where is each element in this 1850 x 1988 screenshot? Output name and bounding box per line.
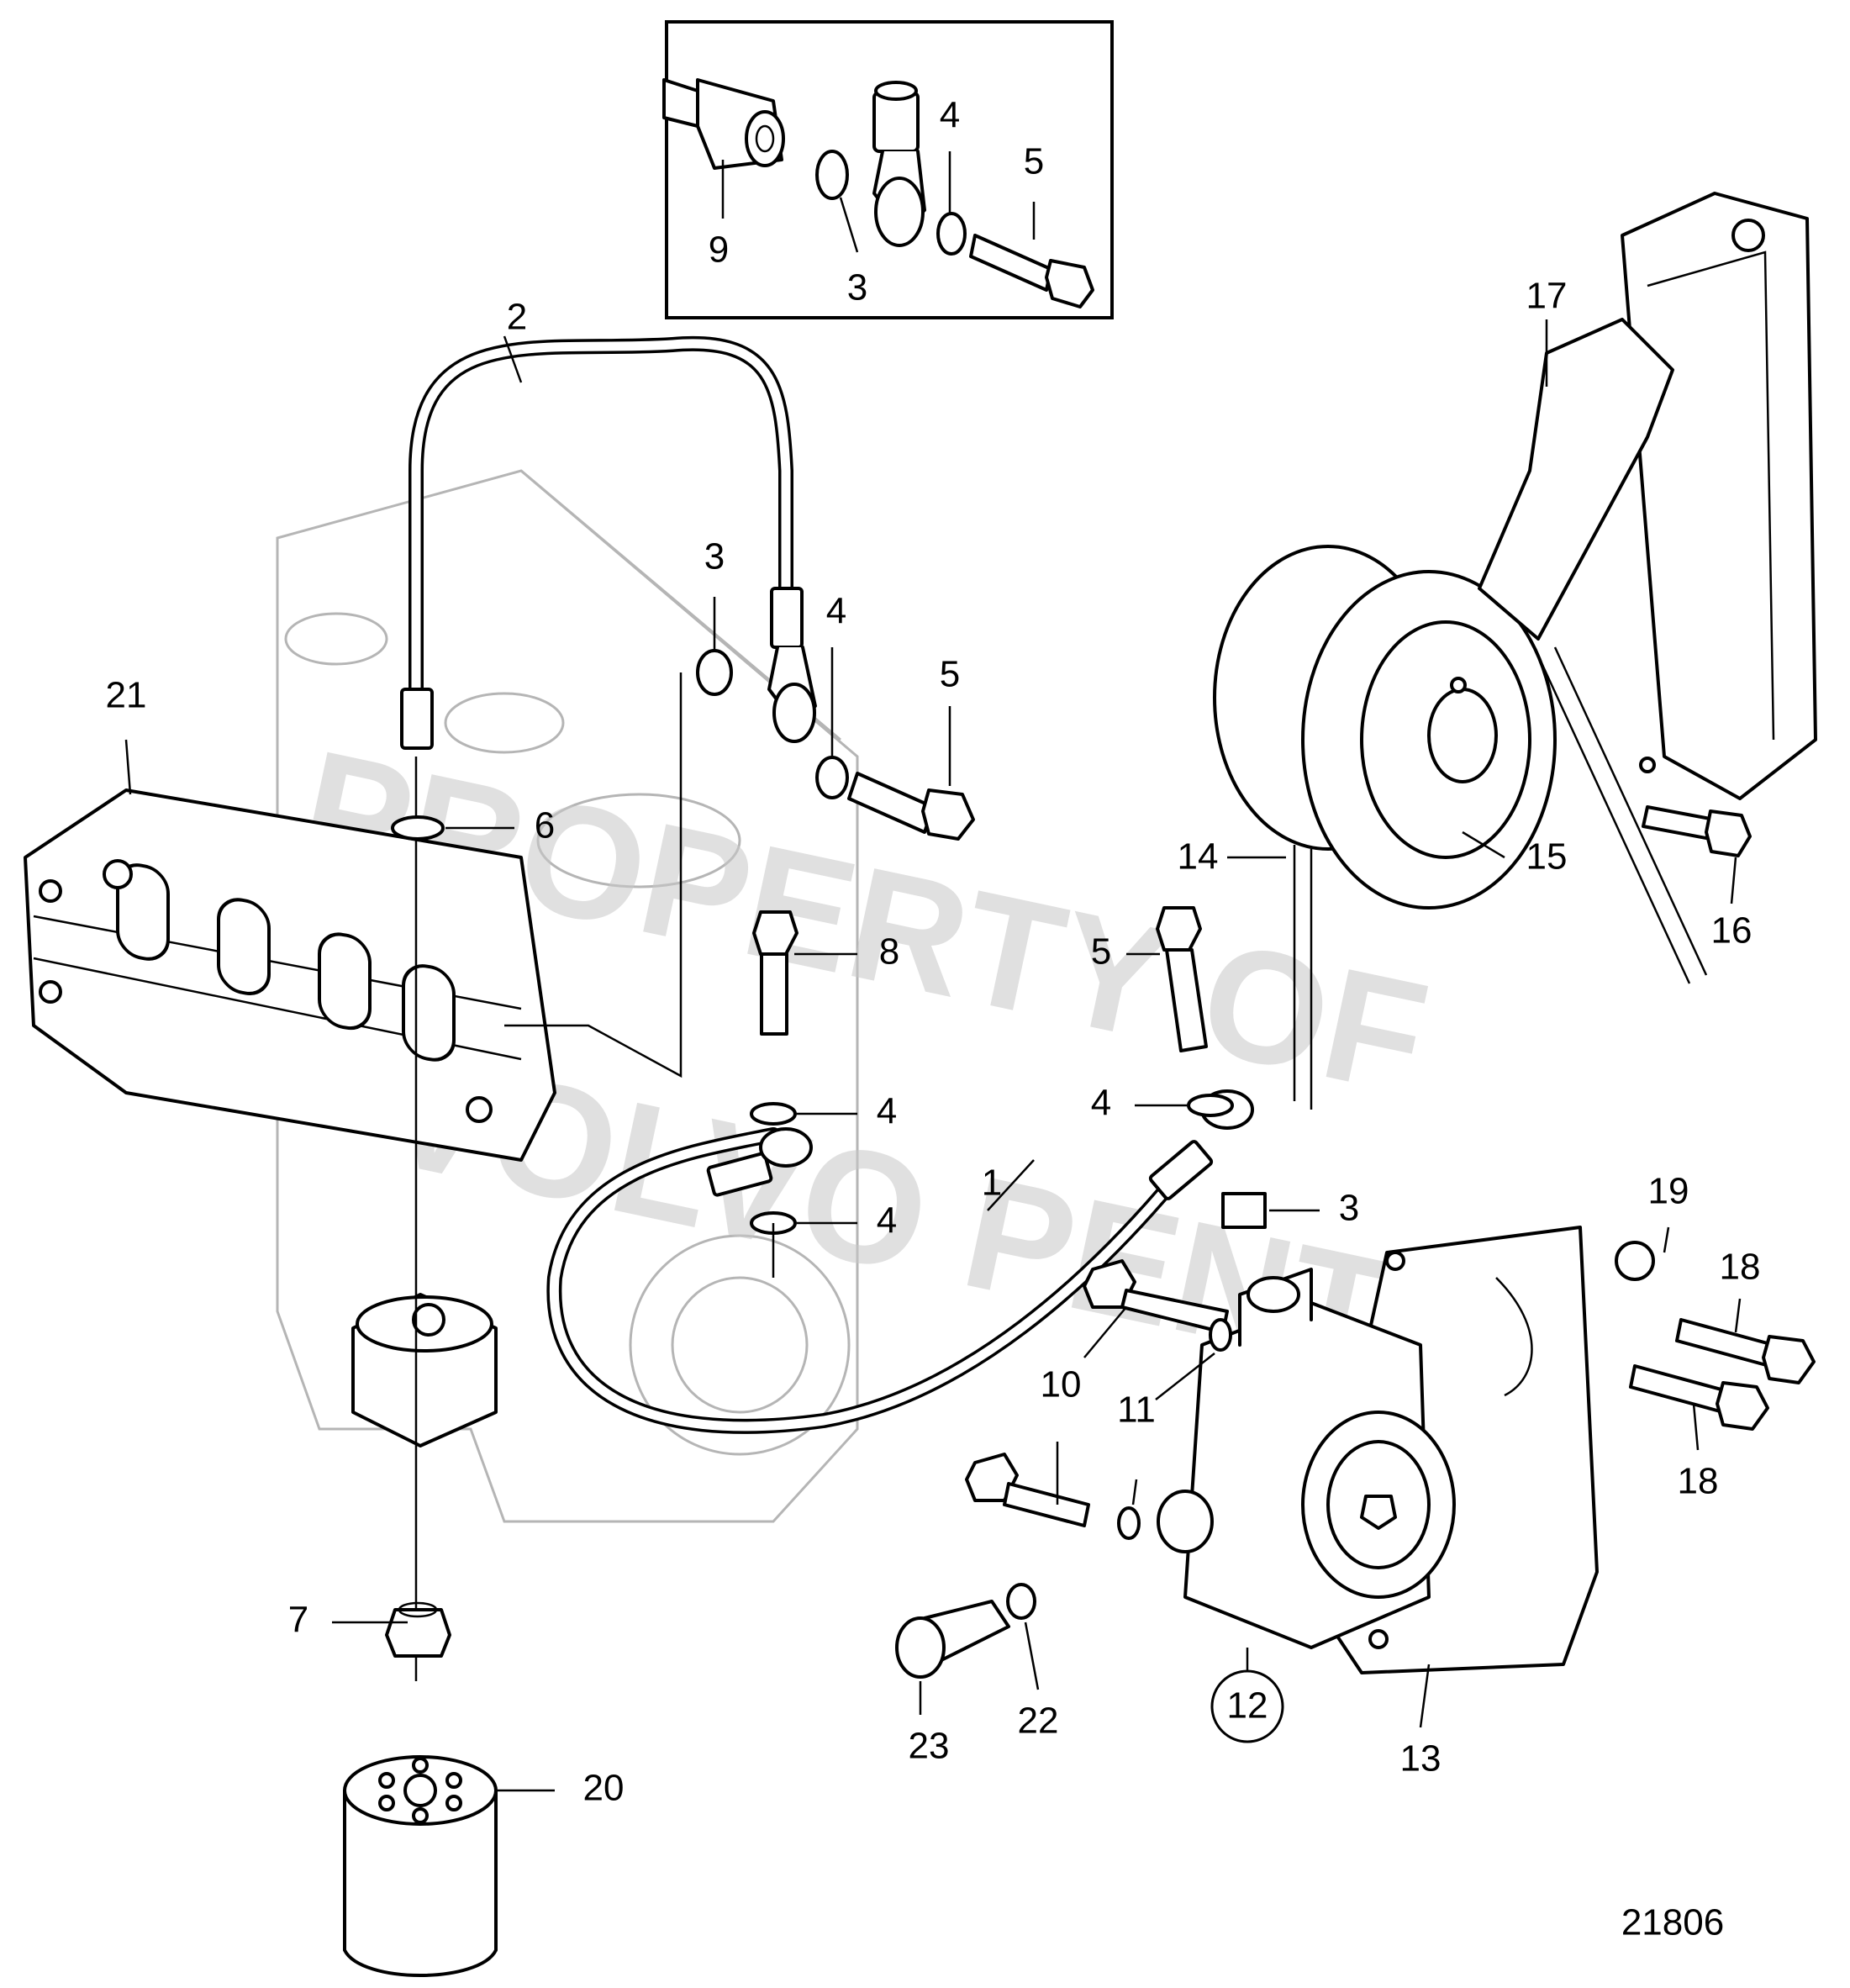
callout-16: 16	[1711, 910, 1752, 952]
banjo-bolt-5b	[1156, 906, 1208, 1052]
callout-10: 10	[1041, 1364, 1082, 1405]
callout-18b: 18	[1678, 1461, 1719, 1502]
oil-filter-head	[351, 1293, 498, 1447]
bolt-18a	[1675, 1318, 1816, 1384]
bolt-10b	[965, 1453, 1090, 1527]
callout-23: 23	[909, 1726, 950, 1767]
callout-5b: 5	[940, 654, 960, 695]
callout-6: 6	[535, 805, 555, 846]
washer-19	[1615, 1241, 1655, 1281]
nipple-7	[385, 1601, 451, 1658]
callout-4d: 4	[877, 1200, 897, 1242]
o-ring-22	[1006, 1583, 1036, 1620]
oil-filter-20	[343, 1755, 498, 1977]
bolt-16	[1642, 805, 1752, 857]
banjo-bolt-8	[752, 910, 799, 1036]
bolt-18b	[1629, 1364, 1769, 1431]
callout-11: 11	[1117, 1389, 1156, 1431]
callout-5c: 5	[1091, 931, 1111, 973]
sealing-washer-3c	[1221, 1192, 1267, 1229]
sealing-washer-inset-4	[936, 212, 967, 256]
callout-3c: 3	[1339, 1188, 1359, 1229]
callout-17: 17	[1526, 276, 1568, 317]
belt-14	[1293, 646, 1708, 1110]
banjo-fitting-inset	[872, 81, 926, 247]
detail-inset	[662, 20, 1114, 319]
banjo-bolt-5a	[847, 772, 975, 841]
callout-8: 8	[879, 931, 899, 973]
callout-3a: 3	[847, 267, 867, 308]
sealing-washer-3a	[696, 649, 733, 696]
hose-1	[546, 1089, 1254, 1434]
washer-11a	[1209, 1318, 1232, 1352]
hose-fitting-23	[895, 1600, 1010, 1679]
callout-3b: 3	[704, 536, 725, 577]
callout-14: 14	[1178, 836, 1219, 878]
sealing-washer-inset-3	[815, 150, 849, 200]
callout-labels: 1 2 3 3 3 4 4 4 4 4 5 5 5 6 7 8 9 10 11 …	[106, 95, 1761, 1809]
sealing-washer-4a	[815, 756, 849, 799]
timing-housing-17	[1478, 192, 1817, 800]
callout-21: 21	[106, 675, 147, 716]
callout-12: 12	[1227, 1685, 1268, 1727]
callout-1: 1	[982, 1163, 1002, 1204]
callout-12-circle	[1210, 1669, 1284, 1743]
sealing-washer-4b	[750, 1102, 797, 1126]
callout-2: 2	[507, 297, 527, 338]
pulley-15	[1213, 545, 1557, 910]
callout-22: 22	[1018, 1701, 1059, 1742]
callout-4c: 4	[877, 1091, 897, 1132]
callout-20: 20	[583, 1768, 625, 1809]
leader-lines	[124, 151, 1742, 1792]
hose-2	[400, 335, 817, 750]
callout-4b: 4	[826, 591, 846, 632]
drawing-number: 21806	[1621, 1902, 1724, 1943]
callout-7: 7	[288, 1600, 308, 1641]
callout-15: 15	[1526, 836, 1568, 878]
sealing-washer-6	[391, 815, 445, 841]
fuel-pump-12	[1157, 1268, 1456, 1649]
adapter-fitting-9	[662, 78, 785, 170]
callout-9: 9	[709, 229, 729, 271]
washer-11b	[1117, 1506, 1141, 1540]
callout-19: 19	[1648, 1171, 1689, 1212]
callout-5a: 5	[1024, 141, 1044, 182]
callout-4a: 4	[940, 95, 960, 136]
sealing-washer-4d	[1187, 1094, 1234, 1117]
callout-4e: 4	[1091, 1083, 1111, 1124]
callout-13: 13	[1400, 1738, 1442, 1780]
engine-block-outline	[276, 469, 859, 1523]
callout-18a: 18	[1720, 1247, 1761, 1288]
banjo-bolt-inset-5	[969, 234, 1094, 308]
